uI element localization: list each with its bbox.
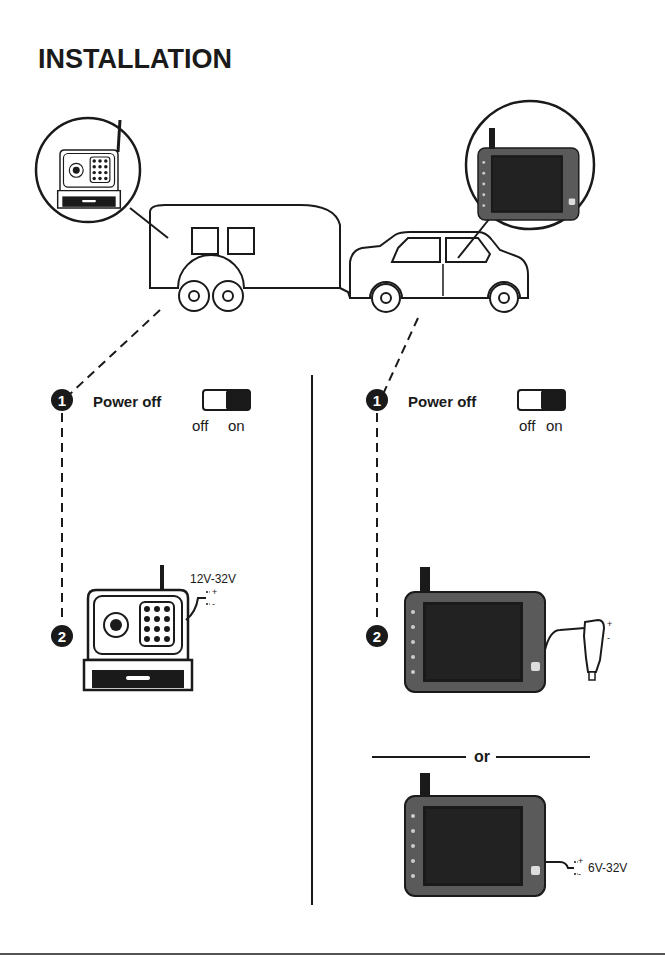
callout-text: 2 xyxy=(58,628,66,645)
label: Power off xyxy=(408,394,476,409)
dashed-connector xyxy=(376,413,378,623)
polarity-mark: + xyxy=(212,588,217,597)
callout-number: 1 xyxy=(366,389,388,411)
callout-text: 1 xyxy=(373,392,381,409)
label: or xyxy=(471,749,493,765)
polarity-mark: + xyxy=(578,857,583,866)
callout-text: 1 xyxy=(58,392,66,409)
label: 6V-32V xyxy=(588,862,627,874)
callout-text: 2 xyxy=(373,628,381,645)
polarity-mark: - xyxy=(607,634,610,643)
label: on xyxy=(546,418,563,433)
polarity-mark: - xyxy=(578,870,581,879)
dashed-connector xyxy=(61,413,63,623)
polarity-mark: - xyxy=(212,600,215,609)
label: off xyxy=(519,418,535,433)
title: INSTALLATION xyxy=(38,46,232,73)
callout-number: 2 xyxy=(51,625,73,647)
label: Power off xyxy=(93,394,161,409)
label: off xyxy=(192,418,208,433)
callout-number: 2 xyxy=(366,625,388,647)
polarity-mark: + xyxy=(607,620,612,629)
label: on xyxy=(228,418,245,433)
callout-number: 1 xyxy=(51,389,73,411)
label: 12V-32V xyxy=(190,573,236,585)
